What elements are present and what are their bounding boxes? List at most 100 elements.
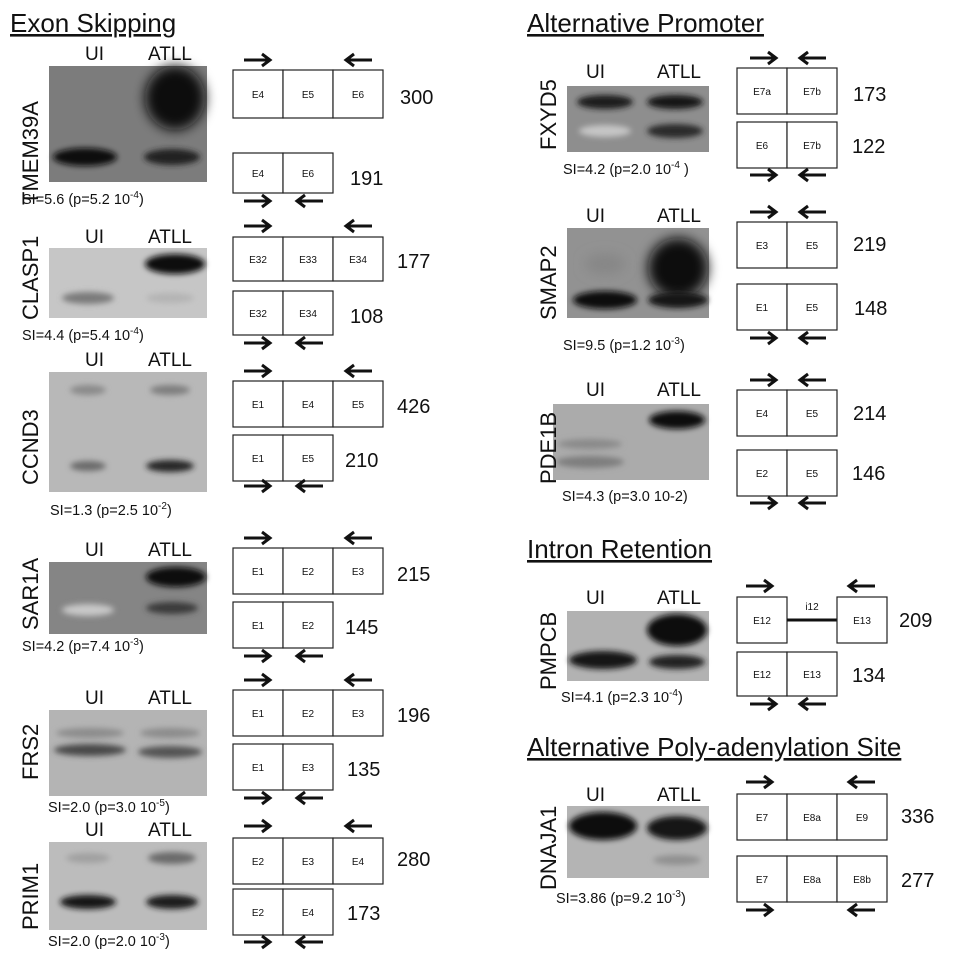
exon-diagram-top: E4 E5 E6 300 (232, 52, 433, 119)
lane-label-ui: UI (586, 62, 605, 83)
panel-pde1b: UI ATLL PDE1B SI=4.3 (p=3.0 10-2) E4 E5 … (536, 372, 886, 511)
exon-label: E34 (349, 255, 367, 266)
splicing-index: SI=2.0 (p=2.0 10-3) (48, 932, 170, 950)
exon-label: E6 (352, 90, 365, 101)
lane-label-atll: ATLL (657, 380, 701, 401)
exon-diagram-top: E1 E2 E3 196 (232, 672, 430, 737)
product-size: 173 (347, 903, 380, 925)
gel-image (567, 86, 709, 152)
exon-label: E4 (352, 857, 365, 868)
reverse-primer-arrow (294, 934, 323, 950)
exon-label: E4 (302, 400, 315, 411)
forward-primer-arrow (244, 218, 273, 234)
exon-label: E2 (302, 567, 315, 578)
reverse-primer-arrow (343, 818, 372, 834)
panel-prim1: UI ATLL PRIM1 SI=2.0 (p=2.0 10-3) E2 E3 … (18, 818, 430, 950)
lane-label-atll: ATLL (148, 350, 192, 371)
gene-label: CCND3 (18, 409, 43, 485)
exon-diagram-bottom: E2 E4 173 (232, 888, 380, 950)
gel-image (49, 710, 207, 796)
exon-diagram-bottom: E1 E2 145 (232, 601, 378, 664)
lane-label-atll: ATLL (148, 540, 192, 561)
exon-label: E1 (252, 567, 265, 578)
lane-label-atll: ATLL (148, 688, 192, 709)
panel-sar1a: UI ATLL SAR1A SI=4.2 (p=7.4 10-3) E1 E2 … (18, 530, 430, 664)
exon-label: E5 (806, 303, 819, 314)
lane-label-ui: UI (586, 588, 605, 609)
forward-primer-arrow (750, 204, 779, 220)
exon-label: E12 (753, 616, 771, 627)
intron-label: i12 (805, 602, 819, 613)
exon-label: E1 (756, 303, 769, 314)
exon-label: E13 (803, 670, 821, 681)
exon-label: E32 (249, 309, 267, 320)
exon-diagram-bottom: E12 E13 134 (736, 651, 885, 712)
lane-label-atll: ATLL (657, 62, 701, 83)
product-size: 177 (397, 251, 430, 273)
reverse-primer-arrow (797, 50, 826, 66)
exon-label: E4 (252, 169, 265, 180)
exon-diagram-bottom: E1 E3 135 (232, 743, 380, 806)
panel-frs2: UI ATLL FRS2 SI=2.0 (p=3.0 10-5) E1 E2 E… (18, 672, 430, 816)
section-title-alternative-polyadenylation: Alternative Poly-adenylation Site (527, 732, 901, 762)
exon-label: E1 (252, 763, 265, 774)
gel-image (49, 372, 207, 492)
reverse-primer-arrow (294, 648, 323, 664)
section-title-exon-skipping: Exon Skipping (10, 8, 176, 38)
gel-image (49, 562, 207, 634)
exon-diagram-bottom: E7 E8a E8b 277 (736, 855, 934, 918)
product-size: 196 (397, 705, 430, 727)
forward-primer-arrow (244, 818, 273, 834)
product-size: 148 (854, 298, 887, 320)
forward-primer-arrow (746, 578, 775, 594)
exon-label: E7 (756, 813, 769, 824)
lane-label-atll: ATLL (148, 820, 192, 841)
exon-label: E3 (352, 567, 365, 578)
gene-label: PDE1B (536, 412, 561, 484)
reverse-primer-arrow (294, 335, 323, 351)
lane-label-ui: UI (85, 540, 104, 561)
panel-fxyd5: UI ATLL FXYD5 SI=4.2 (p=2.0 10-4 ) E7a E… (536, 50, 886, 183)
panel-smap2: UI ATLL SMAP2 SI=9.5 (p=1.2 10-3) E3 E5 … (536, 204, 887, 354)
lane-label-ui: UI (586, 380, 605, 401)
exon-diagram-top: E32 E33 E34 177 (232, 218, 430, 282)
panel-ccnd3: UI ATLL CCND3 SI=1.3 (p=2.5 10-2) E1 E4 … (18, 350, 430, 519)
product-size: 300 (400, 87, 433, 109)
forward-primer-arrow (750, 372, 779, 388)
exon-label: E5 (352, 400, 365, 411)
lane-label-ui: UI (85, 44, 104, 65)
gene-label: SAR1A (18, 558, 43, 630)
exon-diagram-bottom: E2 E5 146 (736, 449, 885, 511)
gene-label: SMAP2 (536, 245, 561, 320)
exon-label: E2 (302, 709, 315, 720)
exon-label: E6 (302, 169, 315, 180)
exon-label: E1 (252, 454, 265, 465)
gel-image (553, 404, 709, 480)
product-size: 219 (853, 234, 886, 256)
reverse-primer-arrow (797, 330, 826, 346)
splicing-index: SI=4.4 (p=5.4 10-4) (22, 326, 144, 344)
exon-label: E1 (252, 709, 265, 720)
forward-primer-arrow (750, 696, 779, 712)
panel-dnaja1: UI ATLL DNAJA1 SI=3.86 (p=9.2 10-3) E7 E… (536, 774, 934, 918)
splicing-index: SI=1.3 (p=2.5 10-2) (50, 501, 172, 519)
forward-primer-arrow (244, 478, 273, 494)
exon-label: E33 (299, 255, 317, 266)
section-title-alternative-promoter: Alternative Promoter (527, 8, 764, 38)
product-size: 210 (345, 450, 378, 472)
exon-diagram-top: E1 E4 E5 426 (232, 363, 430, 428)
exon-label: E5 (806, 469, 819, 480)
splicing-index: SI=9.5 (p=1.2 10-3) (563, 336, 685, 354)
forward-primer-arrow (244, 934, 273, 950)
reverse-primer-arrow (846, 774, 875, 790)
reverse-primer-arrow (846, 578, 875, 594)
product-size: 134 (852, 665, 885, 687)
forward-primer-arrow (244, 790, 273, 806)
exon-diagram-top: E1 E2 E3 215 (232, 530, 430, 595)
reverse-primer-arrow (797, 372, 826, 388)
exon-diagram-top: E4 E5 214 (736, 372, 886, 437)
exon-label: E8a (803, 875, 821, 886)
product-size: 209 (899, 610, 932, 632)
gel-image (49, 248, 207, 318)
